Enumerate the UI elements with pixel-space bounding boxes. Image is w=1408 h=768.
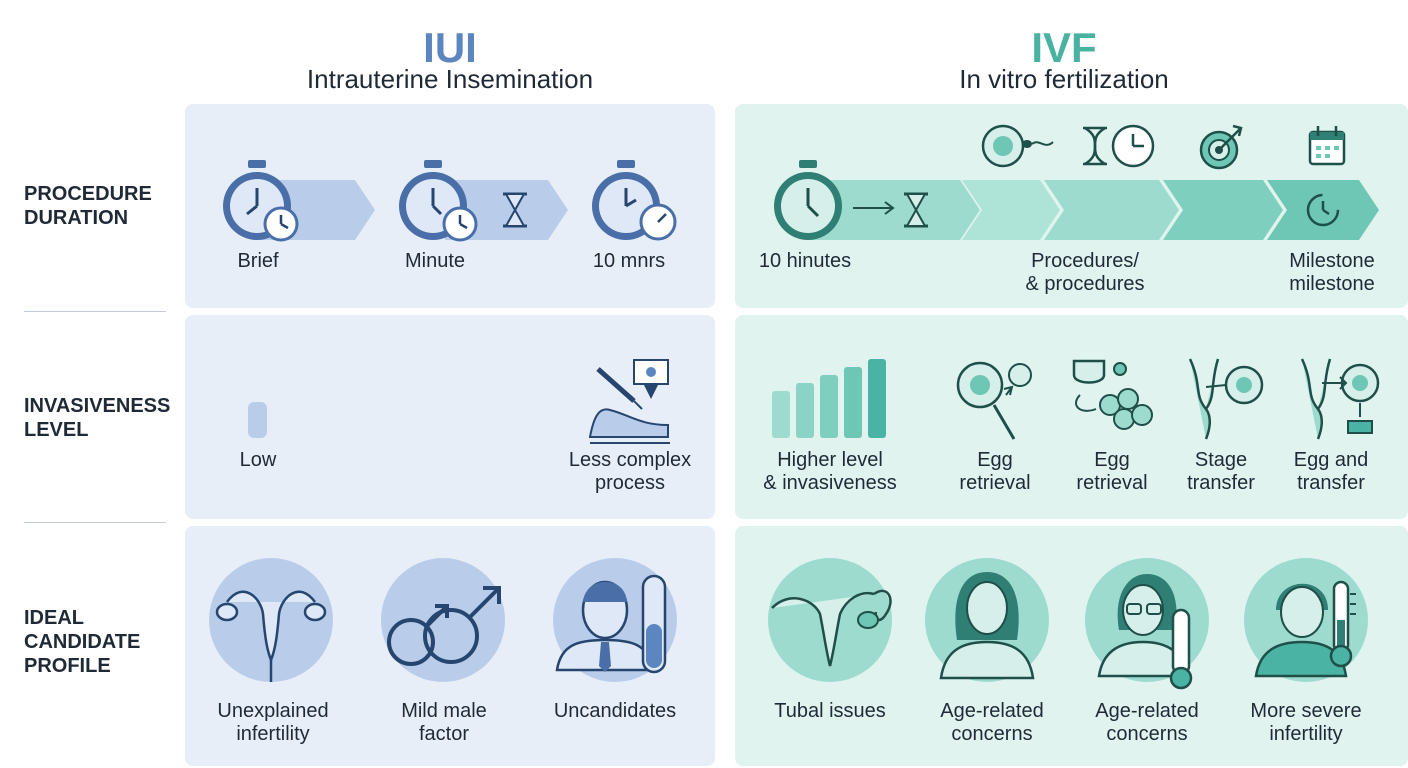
person-candidate-icon (553, 558, 677, 682)
person-severe-icon (1244, 558, 1368, 682)
iui-candidate-label: Mild male factor (401, 700, 487, 745)
ivf-candidate-graphic (768, 558, 1368, 690)
ivf-acronym: IVF (1031, 24, 1097, 71)
dna-icon (1083, 126, 1107, 166)
iui-duration-label: Minute (404, 250, 466, 272)
target-icon (1199, 124, 1243, 170)
stopwatch-icon (774, 160, 842, 240)
low-level-bar (248, 402, 267, 438)
ivf-invasiveness-label: Egg retrieval (959, 449, 1031, 494)
woman-icon (925, 558, 1049, 682)
syringe-insemination-icon (588, 359, 670, 444)
timeline-arrow (810, 180, 980, 240)
clock-icon (442, 206, 478, 242)
male-symbol-icon (381, 558, 505, 682)
row-label-duration: PROCEDURE DURATION (24, 183, 152, 229)
ivf-invasiveness-label: Stage transfer (1187, 449, 1255, 494)
hourglass-icon (904, 192, 928, 228)
clock-icon (263, 206, 299, 242)
iui-candidate-label: Uncandidates (553, 700, 677, 722)
ivf-candidate-label: Age-related concerns (940, 700, 1044, 745)
row-divider (24, 311, 166, 312)
ivf-subtitle: In vitro fertilization (959, 64, 1169, 94)
row-label-candidate: IDEAL CANDIDATE PROFILE (24, 607, 141, 677)
timeline-arrow (1163, 180, 1283, 240)
bar-levels-icon (772, 359, 886, 438)
iui-invasiveness-label: Less complex process (568, 449, 692, 494)
timeline-arrow (962, 180, 1060, 240)
calendar-icon (1308, 126, 1346, 166)
egg-transfer-icon (1300, 358, 1380, 440)
ivf-duration-label: 10 hinutes (758, 250, 852, 272)
iui-candidate-graphic (209, 558, 677, 682)
ivf-invasiveness-label: Egg and transfer (1293, 449, 1369, 494)
embryo-transfer-icon (1188, 358, 1264, 440)
timeline-arrow (1044, 180, 1179, 240)
ivf-duration-graphic (774, 124, 1379, 240)
iui-invasiveness-graphic (248, 359, 670, 444)
iui-duration-graphic (223, 160, 677, 242)
fertilization-icon (981, 124, 1054, 168)
ivf-duration-label: Milestone milestone (1289, 250, 1375, 295)
iui-subtitle: Intrauterine Insemination (306, 64, 594, 94)
timer-cycle-icon (1306, 193, 1340, 227)
ivf-invasiveness-label: Egg retrieval (1076, 449, 1148, 494)
arrow-right-icon (853, 201, 895, 215)
row-label-invasiveness: INVASIVENESS LEVEL (24, 395, 171, 441)
hourglass-icon (503, 192, 527, 228)
ivf-invasiveness-graphic (772, 358, 1380, 440)
iui-duration-label: Brief (237, 250, 279, 272)
egg-collection-icon (1072, 359, 1153, 430)
ivf-duration-label: Procedures/ & procedures (1025, 250, 1145, 295)
ivf-invasiveness-label: Higher level & invasiveness (763, 449, 897, 494)
ivf-candidate-label: More severe infertility (1250, 700, 1362, 745)
ivf-candidate-label: Tubal issues (774, 700, 886, 722)
egg-retrieval-icon (956, 361, 1032, 440)
iui-duration-label: 10 mnrs (592, 250, 666, 272)
fallopian-tube-icon (768, 558, 892, 682)
row-divider (24, 522, 166, 523)
iui-invasiveness-label: Low (239, 449, 277, 471)
ivf-candidate-label: Age-related concerns (1095, 700, 1199, 745)
older-woman-icon (1085, 558, 1209, 690)
uterus-icon (209, 558, 333, 682)
iui-acronym: IUI (423, 24, 477, 71)
iui-candidate-label: Unexplained infertility (217, 700, 329, 745)
clock-icon (1111, 124, 1155, 168)
stopwatch-icon (399, 160, 467, 240)
timer-icon (639, 203, 677, 241)
